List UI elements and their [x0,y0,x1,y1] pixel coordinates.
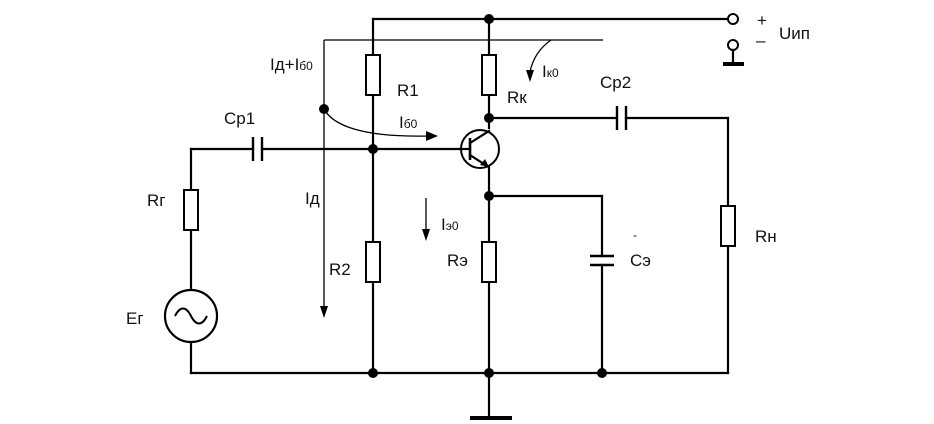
label-ik0: Iк0 [542,62,559,81]
ib0-arrow-icon [426,131,438,141]
ik0-curve [529,39,552,73]
resistor-rn [720,205,736,247]
label-cp1: Cр1 [224,109,255,128]
sine-wave-icon [174,307,208,325]
terminal-plus [727,13,739,25]
label-r1: R1 [397,81,419,100]
resistor-r2 [365,241,381,283]
junctions [319,14,607,378]
ac-source-eg [163,288,219,344]
capacitor-cp2 [615,106,628,130]
label-ie0: Iэ0 [441,215,459,234]
label-re: Rэ [447,251,468,270]
current-arrows [320,39,603,318]
label-supply-voltage: Uип [779,24,810,43]
label-rk: Rк [507,88,527,107]
stray-mark: - [633,228,637,242]
label-ib0: Iб0 [399,113,418,132]
ib0-curve [323,108,431,137]
ik0-arrow-icon [526,70,534,82]
emitter-arrow-icon [480,159,489,167]
label-id-plus-ib0: Iд+Iб0 [270,55,313,74]
label-supply-minus: – [756,31,766,50]
label-id: Iд [305,189,320,208]
resistor-rg [183,189,199,231]
label-cp2: Cр2 [600,73,631,92]
resistor-rk [481,54,497,96]
label-supply-plus: + [757,11,767,30]
id-arrow-icon [320,306,328,318]
resistor-re [481,241,497,283]
label-eg: Eг [126,309,144,328]
wires [189,17,730,420]
terminal-minus [727,39,739,51]
ie0-arrow-icon [422,229,430,241]
label-rg: Rг [147,191,165,210]
label-r2: R2 [329,260,351,279]
capacitor-ce [590,254,614,267]
supply-terminals [723,13,744,66]
label-ce: Cэ [630,251,651,270]
transistor-npn [458,129,500,169]
capacitor-cp1 [251,137,264,161]
resistor-r1 [365,54,381,96]
label-rn: Rн [755,227,777,246]
